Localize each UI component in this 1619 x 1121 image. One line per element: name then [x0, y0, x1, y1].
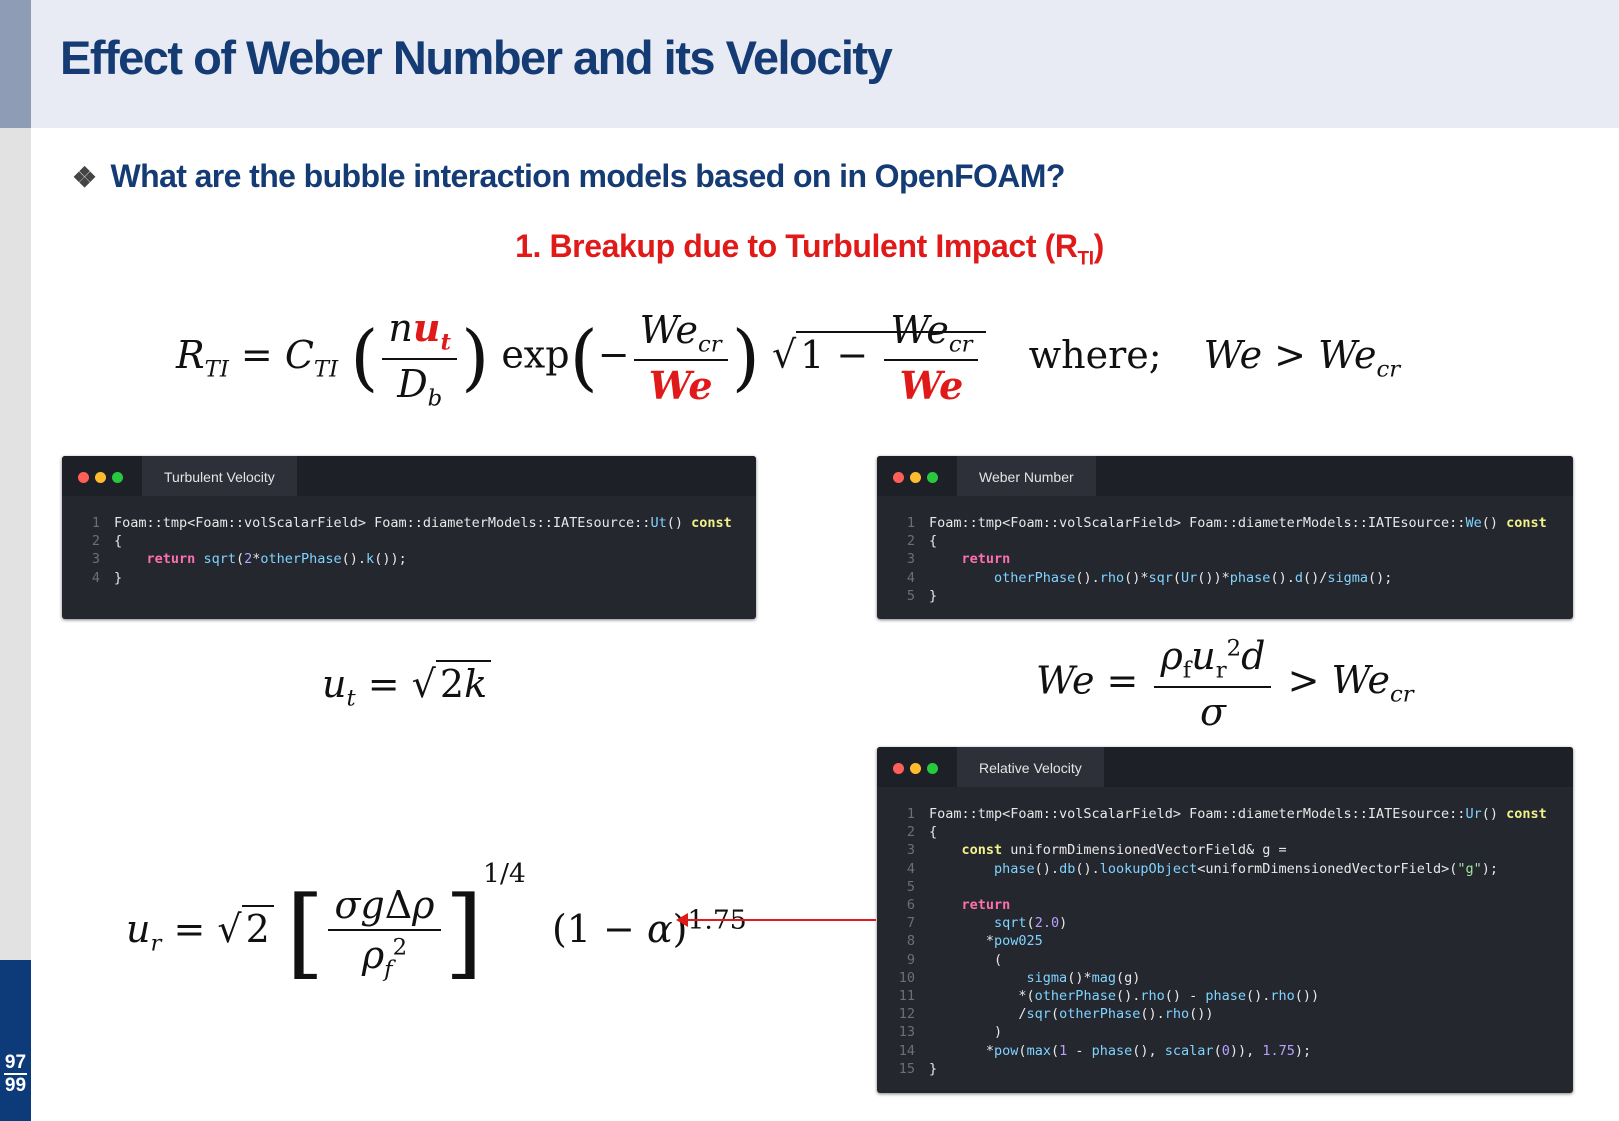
close-dot-icon [893, 763, 904, 774]
code-window-titlebar: Weber Number [877, 456, 1573, 496]
subtitle-text: 1. Breakup due to Turbulent Impact (R [515, 228, 1078, 264]
maximize-dot-icon [927, 763, 938, 774]
tab-weber-number[interactable]: Weber Number [957, 456, 1096, 496]
minimize-dot-icon [910, 472, 921, 483]
bullet-question: ❖ What are the bubble interaction models … [72, 158, 1065, 195]
diamond-bullet-icon: ❖ [72, 162, 97, 193]
ut-equation: ut = √2k [322, 660, 492, 712]
close-dot-icon [78, 472, 89, 483]
page-current: 97 [4, 1052, 27, 1075]
code-window-titlebar: Relative Velocity [877, 747, 1573, 787]
page-total: 99 [4, 1075, 27, 1096]
page-number: 97 99 [0, 1052, 31, 1096]
header-band [31, 0, 1619, 128]
minimize-dot-icon [910, 763, 921, 774]
sidebar-top-band [0, 0, 31, 128]
sidebar-bottom-band [0, 960, 31, 1121]
subtitle-close: ) [1093, 228, 1105, 264]
arrow-line [686, 919, 876, 921]
close-dot-icon [893, 472, 904, 483]
subtitle-subscript: TI [1077, 248, 1094, 270]
slide-title: Effect of Weber Number and its Velocity [60, 31, 893, 84]
maximize-dot-icon [112, 472, 123, 483]
tab-turbulent-velocity[interactable]: Turbulent Velocity [142, 456, 297, 496]
minimize-dot-icon [95, 472, 106, 483]
sidebar [0, 0, 31, 1121]
code-window-titlebar: Turbulent Velocity [62, 456, 756, 496]
maximize-dot-icon [927, 472, 938, 483]
bullet-text: What are the bubble interaction models b… [110, 158, 1066, 194]
arrow-head-icon [676, 913, 688, 927]
section-subtitle: 1. Breakup due to Turbulent Impact (RTI) [0, 228, 1619, 270]
where-label: where; [1028, 332, 1162, 377]
tab-relative-velocity[interactable]: Relative Velocity [957, 747, 1104, 787]
